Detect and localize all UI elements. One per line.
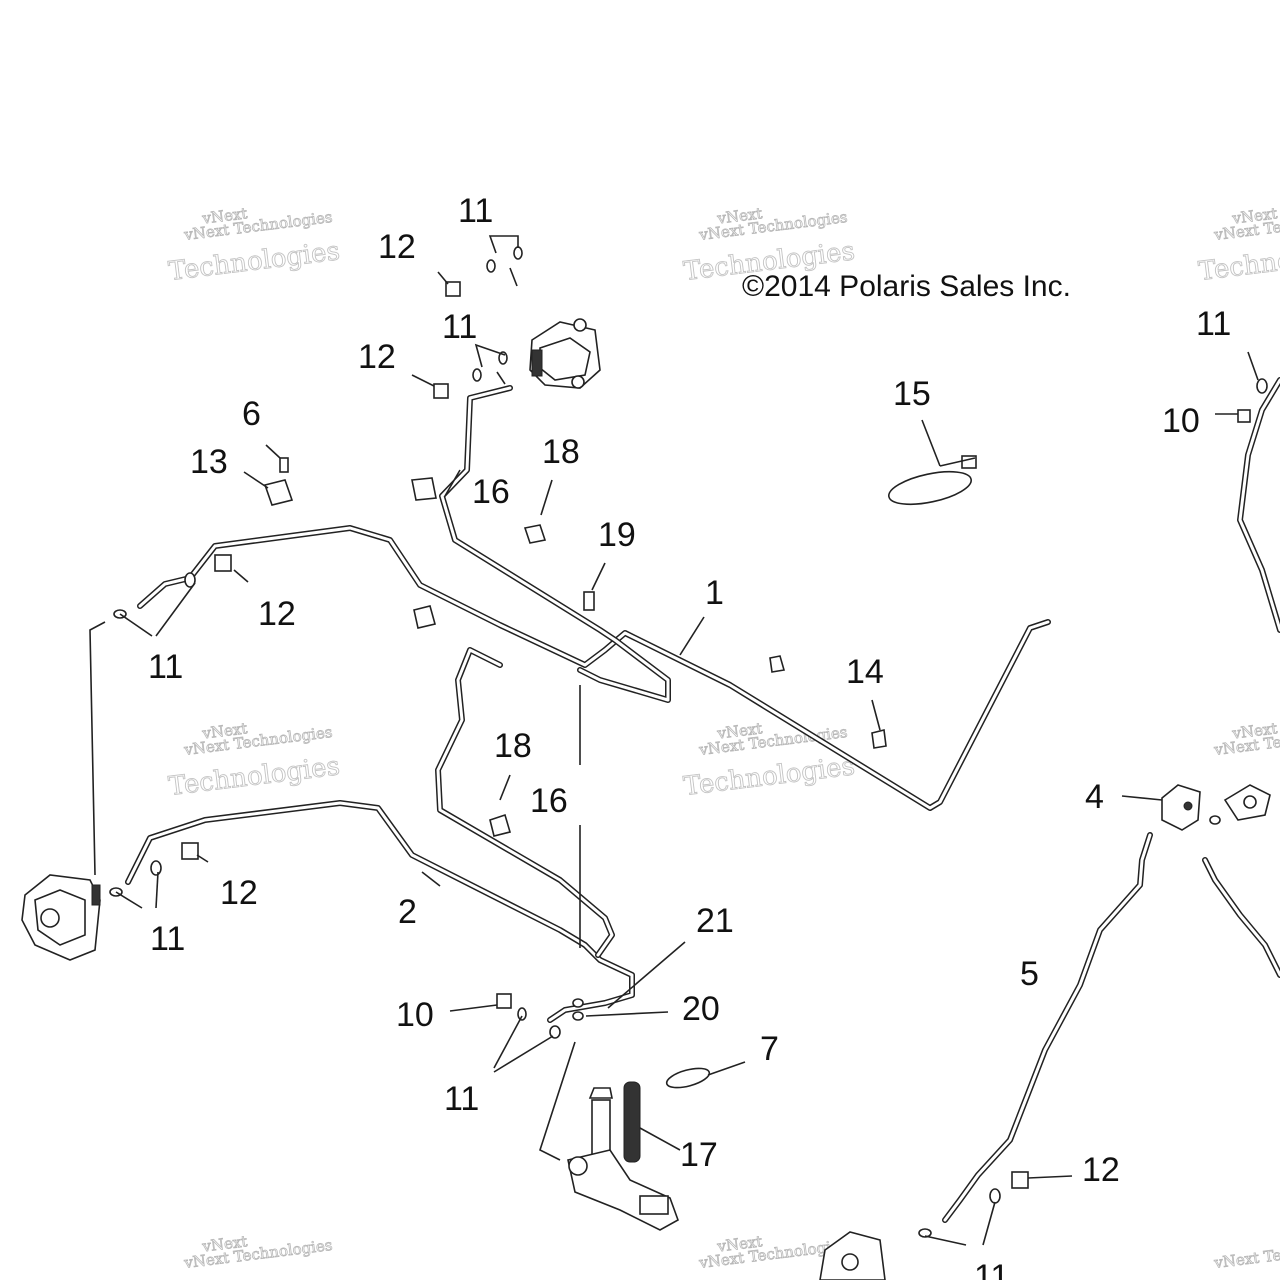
clip-16-lower xyxy=(489,813,512,837)
callout-5: 5 xyxy=(1020,955,1039,993)
copyright-text: ©2014 Polaris Sales Inc. xyxy=(742,270,1071,303)
fitting-mid xyxy=(769,655,786,673)
brake-line-right-lower xyxy=(1202,857,1280,978)
clip-16-small xyxy=(523,524,547,544)
rear-caliper-left xyxy=(21,874,101,961)
washer-group xyxy=(109,246,1268,1238)
brake-line-right-upper xyxy=(1237,377,1280,633)
watermark-top-left: vNext vNext Technologies Technologies xyxy=(167,204,342,288)
watermark-bottom-left: vNext vNext Technologies xyxy=(182,1232,334,1273)
callout-labels: 11 12 11 12 6 13 16 18 19 1 15 14 12 11 … xyxy=(148,192,1231,1280)
callout-12: 12 xyxy=(378,228,416,266)
bolt-12-right xyxy=(1011,1171,1029,1189)
clip-16-upper xyxy=(411,477,437,501)
callout-18: 18 xyxy=(542,433,580,471)
clip-mid xyxy=(413,605,436,629)
watermark-bottom-right: vNext Technologies xyxy=(1212,1236,1280,1273)
callout-1: 1 xyxy=(705,574,724,612)
watermark-mid-center: vNext vNext Technologies Technologies xyxy=(682,719,857,803)
strap-7 xyxy=(665,1067,711,1089)
callout-2: 2 xyxy=(398,893,417,931)
callout-12: 12 xyxy=(258,595,296,633)
watermark-top-right: vNext vNext Technologies Technologies xyxy=(1197,204,1280,288)
leader-lines xyxy=(89,235,1259,1246)
bolt-10 xyxy=(496,993,512,1009)
screw-6 xyxy=(279,457,289,473)
callout-21: 21 xyxy=(696,902,734,940)
callout-15: 15 xyxy=(893,375,931,413)
brake-proportioning-valve xyxy=(1161,784,1201,831)
callout-11: 11 xyxy=(974,1258,1009,1280)
svg-text:Technologies: Technologies xyxy=(1197,236,1280,287)
brake-line-1 xyxy=(137,525,1051,811)
watermark-mid-right: vNext vNext Technologies xyxy=(1212,719,1280,760)
brake-line-front-right xyxy=(439,385,671,703)
bolt-12-mid xyxy=(181,842,199,860)
callout-11: 11 xyxy=(442,308,477,346)
callout-11: 11 xyxy=(458,192,493,230)
front-caliper-upper xyxy=(529,318,601,389)
bolt-10-right xyxy=(1237,409,1251,423)
callout-20: 20 xyxy=(682,990,720,1028)
svg-text:Technologies: Technologies xyxy=(167,751,341,802)
callout-7: 7 xyxy=(760,1030,779,1068)
bolt-12-left xyxy=(214,554,232,572)
master-cylinder xyxy=(567,1087,679,1231)
strap-15 xyxy=(888,455,977,506)
watermark-mid-left: vNext vNext Technologies Technologies xyxy=(167,719,342,803)
bolt-12-upper xyxy=(433,383,449,399)
callout-4: 4 xyxy=(1085,778,1104,816)
callout-10: 10 xyxy=(1162,402,1200,440)
callout-13: 13 xyxy=(190,443,228,481)
right-caliper-part xyxy=(1223,784,1271,821)
callout-19: 19 xyxy=(598,516,636,554)
callout-11: 11 xyxy=(150,920,185,958)
callout-16: 16 xyxy=(472,473,510,511)
bolt-19 xyxy=(583,591,595,611)
callout-6: 6 xyxy=(242,395,261,433)
callout-17: 17 xyxy=(680,1136,718,1174)
callout-10: 10 xyxy=(396,996,434,1034)
callout-11: 11 xyxy=(444,1080,479,1118)
svg-text:Technologies: Technologies xyxy=(167,236,341,287)
callout-18: 18 xyxy=(494,727,532,765)
callout-12: 12 xyxy=(358,338,396,376)
svg-text:Technologies: Technologies xyxy=(682,751,856,802)
callout-12: 12 xyxy=(1082,1151,1120,1189)
callout-12: 12 xyxy=(220,874,258,912)
callout-14: 14 xyxy=(846,653,884,691)
clip-13 xyxy=(263,479,294,506)
brake-line-rear-center xyxy=(435,647,615,958)
callout-11: 11 xyxy=(1196,305,1231,343)
bolt-12-top xyxy=(437,271,461,297)
hose-17 xyxy=(623,1081,641,1163)
rear-caliper-bottom xyxy=(819,1231,886,1280)
callout-16: 16 xyxy=(530,782,568,820)
brake-line-2 xyxy=(125,800,635,1023)
brake-line-5 xyxy=(942,832,1153,1223)
svg-text:vNext Technologies: vNext Technologies xyxy=(1212,1236,1280,1272)
callout-11: 11 xyxy=(148,648,183,686)
clip-14 xyxy=(871,729,887,749)
